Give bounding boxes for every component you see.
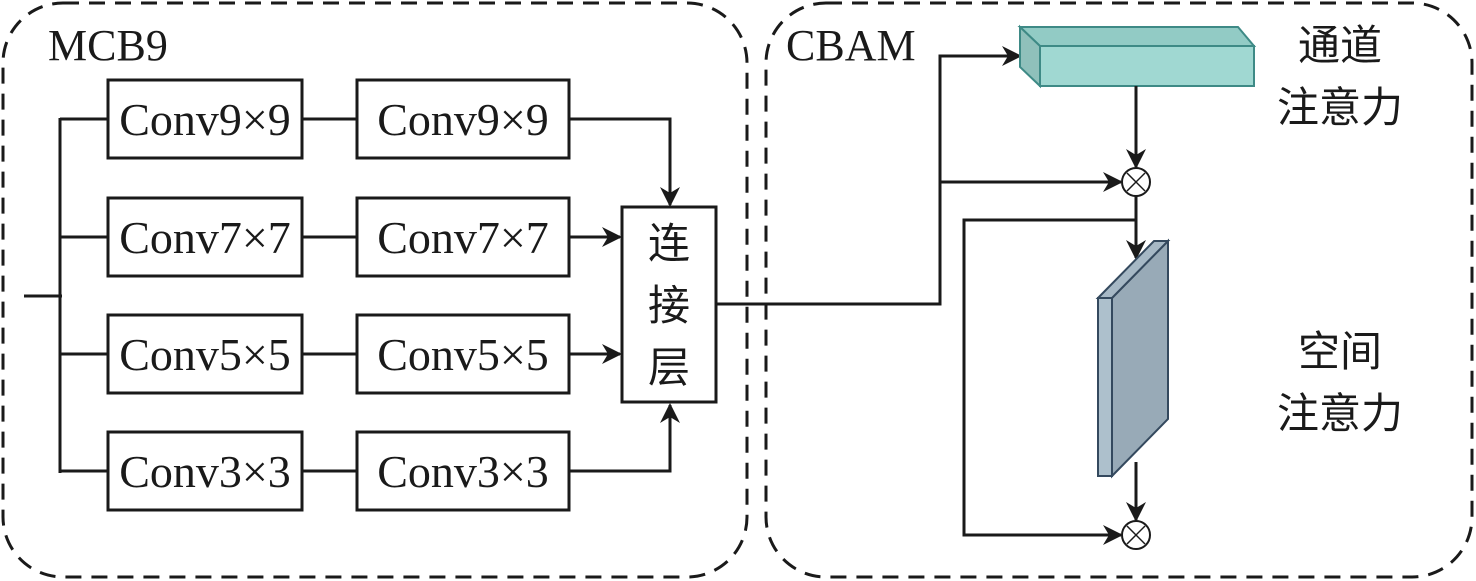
mcb9-title: MCB9 xyxy=(48,21,168,70)
conv-label: Conv9×9 xyxy=(377,94,549,145)
conv-label: Conv3×3 xyxy=(119,446,291,497)
multiply-node-1 xyxy=(1121,167,1151,197)
mcb9-panel xyxy=(1,1,749,579)
conv-row-9x9: Conv9×9 Conv9×9 xyxy=(60,78,680,207)
conv-box xyxy=(355,196,571,278)
spatial-front-face xyxy=(1097,297,1113,477)
conv-label: Conv9×9 xyxy=(119,94,291,145)
conv-box xyxy=(106,78,304,160)
conv-label: Conv5×5 xyxy=(119,329,291,380)
concat-char: 连 xyxy=(648,219,690,268)
cbam-title: CBAM xyxy=(786,21,916,70)
channel-front-face xyxy=(1039,45,1255,87)
spatial-attention-label: 空间 xyxy=(1298,327,1382,376)
conv-label: Conv3×3 xyxy=(377,446,549,497)
conv-label: Conv7×7 xyxy=(377,212,549,263)
concat-output-wire xyxy=(716,46,1022,306)
multiply-node-2 xyxy=(1121,520,1151,550)
concat-layer: 连 接 层 xyxy=(620,205,718,404)
conv-label: Conv5×5 xyxy=(377,329,549,380)
conv-row-5x5: Conv5×5 Conv5×5 xyxy=(60,313,622,395)
conv-box xyxy=(355,78,571,160)
conv-row-7x7: Conv7×7 Conv7×7 xyxy=(60,196,622,278)
channel-top-face xyxy=(1017,26,1257,47)
channel-attention-label: 注意力 xyxy=(1277,83,1403,132)
conv-box xyxy=(106,313,304,395)
channel-attention-label: 通道 xyxy=(1298,21,1382,70)
concat-char: 接 xyxy=(648,281,690,330)
conv-box xyxy=(355,313,571,395)
conv-box xyxy=(106,430,304,512)
channel-attention-block xyxy=(1017,24,1257,89)
cbam-panel xyxy=(764,1,1474,579)
skip-wire-2 xyxy=(962,218,1136,545)
spatial-attention-block xyxy=(1095,238,1171,479)
conv-label: Conv7×7 xyxy=(119,212,291,263)
conv-row-3x3: Conv3×3 Conv3×3 xyxy=(60,403,680,512)
spatial-attention-label: 注意力 xyxy=(1277,389,1403,438)
concat-char: 层 xyxy=(648,343,690,392)
